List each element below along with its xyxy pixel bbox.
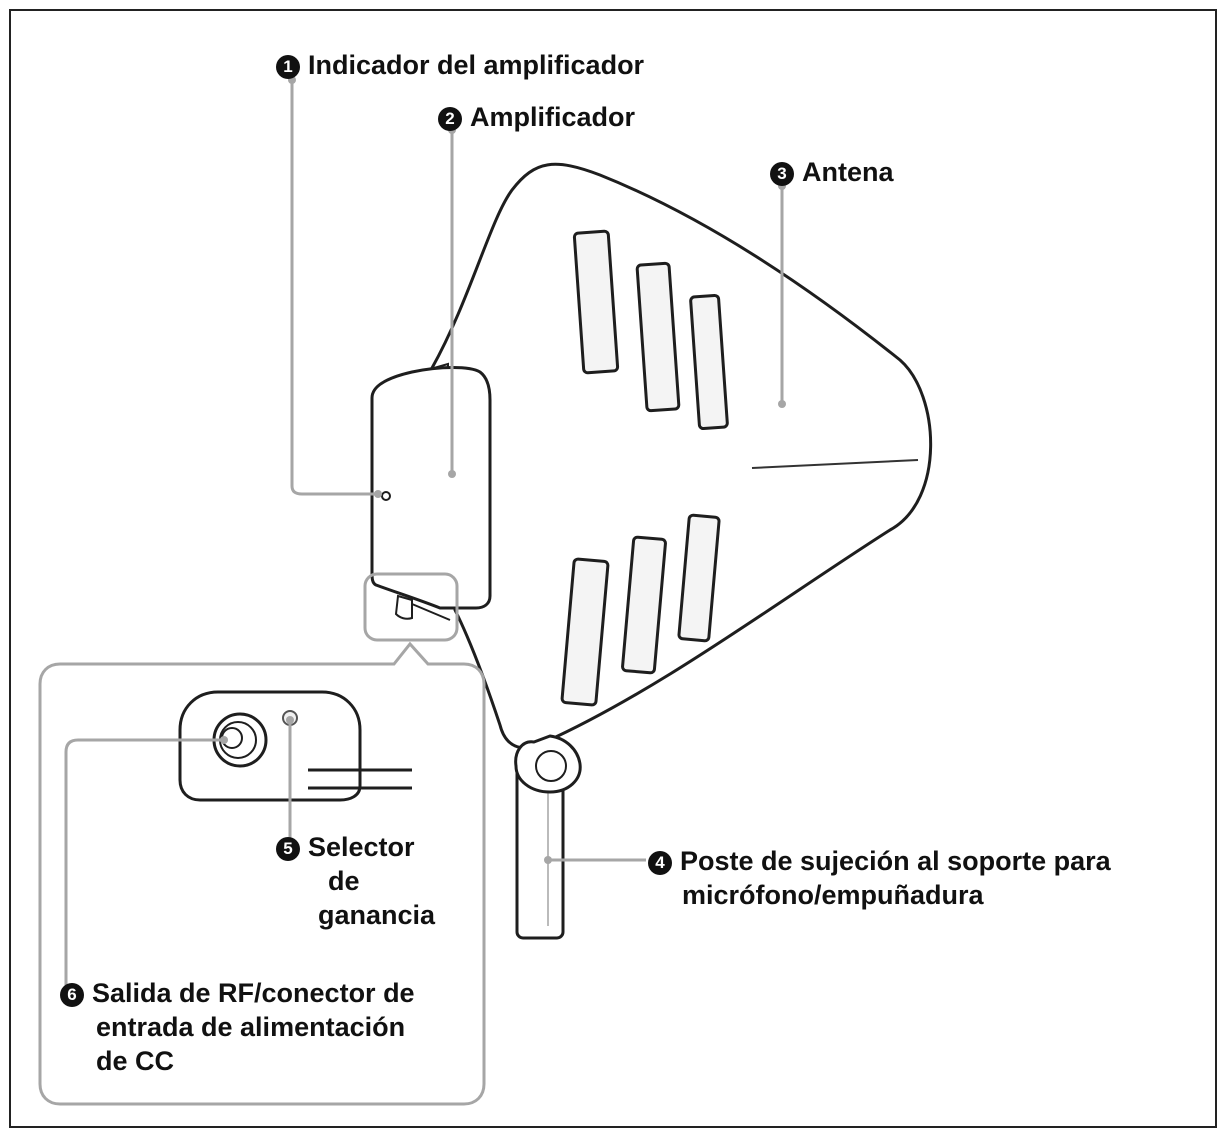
- callout-number-badge: 4: [648, 851, 672, 875]
- antenna-paddle: [430, 162, 933, 750]
- amplifier-indicator-lamp: [381, 491, 391, 501]
- callout-amplifier-indicator: 1 Indicador del amplificador: [276, 48, 644, 82]
- callout-text: Salida de RF/conector de: [92, 978, 415, 1008]
- callout-text: Selector: [308, 832, 415, 862]
- leader-line-6: [64, 738, 224, 990]
- mounting-post: [514, 734, 582, 940]
- callout-gain-selector: 5 Selector de ganancia: [276, 830, 435, 932]
- callout-number-badge: 5: [276, 837, 300, 861]
- callout-text: ganancia: [318, 900, 436, 930]
- callout-text: Amplificador: [470, 102, 636, 132]
- zoom-source-frame: [363, 572, 459, 642]
- callout-number-badge: 2: [438, 107, 462, 131]
- callout-mounting-post: 4 Poste de sujeción al soporte para micró…: [648, 844, 1111, 912]
- detail-zoom: [38, 572, 486, 1106]
- antenna-slot: [689, 293, 729, 431]
- callout-number-badge: 1: [276, 55, 300, 79]
- antenna-slot: [621, 535, 667, 675]
- antenna-slots: [560, 229, 729, 707]
- callout-text: Antena: [802, 157, 894, 187]
- callout-number-badge: 3: [770, 162, 794, 186]
- callout-text: de CC: [96, 1046, 175, 1076]
- callout-antenna: 3 Antena: [770, 155, 894, 189]
- rf-connector-stub: [394, 594, 413, 620]
- detail-connector-view: [178, 690, 412, 802]
- callout-text: Indicador del amplificador: [308, 50, 645, 80]
- antenna-slot: [677, 513, 721, 643]
- antenna-center-line: [751, 459, 919, 469]
- callout-amplifier: 2 Amplificador: [438, 100, 635, 134]
- callout-number-badge: 6: [60, 983, 84, 1007]
- antenna-outline: [430, 162, 933, 750]
- amplifier-box: [370, 362, 492, 621]
- callout-text: Poste de sujeción al soporte para: [680, 846, 1111, 876]
- leader-line-1: [290, 80, 378, 496]
- callout-text: micrófono/empuñadura: [682, 880, 984, 910]
- antenna-slot: [560, 557, 610, 707]
- antenna-slot: [572, 229, 620, 375]
- callout-text: de: [328, 866, 360, 896]
- detail-panel-frame: [38, 641, 486, 1106]
- callout-text: entrada de alimentación: [96, 1012, 406, 1042]
- outer-frame: [9, 9, 1217, 1128]
- callout-rf-output: 6 Salida de RF/conector de entrada de ali…: [60, 976, 415, 1078]
- antenna-slot: [635, 261, 681, 413]
